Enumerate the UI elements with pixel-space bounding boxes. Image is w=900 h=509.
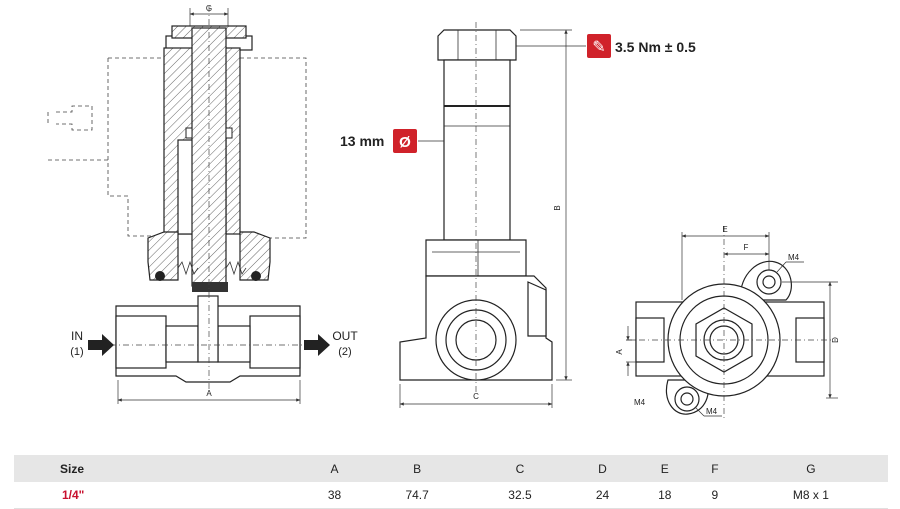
section-view: G — [47, 4, 358, 404]
side-view: ✎ 3.5 Nm ± 0.5 13 mm Ø B C — [340, 22, 696, 408]
dimension-c-label: C — [473, 392, 479, 401]
cell-b: 74.7 — [365, 482, 469, 509]
technical-drawing: G — [47, 4, 840, 420]
inlet-label: IN — [71, 329, 83, 343]
mount-thread-bottom-left: M4 — [634, 398, 646, 407]
header-size: Size — [14, 455, 304, 482]
dimension-a-label: A — [206, 389, 212, 398]
dimension-table: Size A B C D E F G 1/4" 38 74.7 32.5 24 … — [14, 455, 888, 509]
inlet-arrow-icon — [88, 334, 114, 356]
outlet-port-number: (2) — [338, 346, 351, 358]
dimension-f-label: F — [744, 243, 749, 252]
header-g: G — [733, 455, 888, 482]
table-header-row: Size A B C D E F G — [14, 455, 888, 482]
dimension-b-label: B — [553, 205, 562, 210]
diameter-icon: Ø — [399, 134, 411, 151]
torque-spec: 3.5 Nm ± 0.5 — [615, 39, 696, 55]
inlet-port-number: (1) — [70, 346, 83, 358]
coil-diameter-label: 13 mm — [340, 133, 384, 149]
cell-g: M8 x 1 — [733, 482, 888, 509]
header-d: D — [571, 455, 634, 482]
header-b: B — [365, 455, 469, 482]
dimension-e-label: E — [722, 225, 727, 234]
cell-a: 38 — [303, 482, 366, 509]
dimension-a-top-label: A — [615, 349, 624, 355]
mount-thread-bottom: M4 — [706, 407, 718, 416]
top-view: E F D A M4 M4 M4 — [615, 225, 840, 420]
header-c: C — [468, 455, 572, 482]
torque-badge: ✎ — [587, 34, 611, 58]
dimension-d-label: D — [831, 337, 840, 343]
header-a: A — [303, 455, 366, 482]
outlet-arrow-icon — [304, 334, 330, 356]
header-f: F — [695, 455, 734, 482]
diameter-badge: Ø — [393, 129, 417, 153]
header-e: E — [633, 455, 696, 482]
wrench-icon: ✎ — [592, 37, 605, 56]
outlet-label: OUT — [332, 329, 358, 343]
mount-thread-top: M4 — [788, 253, 800, 262]
